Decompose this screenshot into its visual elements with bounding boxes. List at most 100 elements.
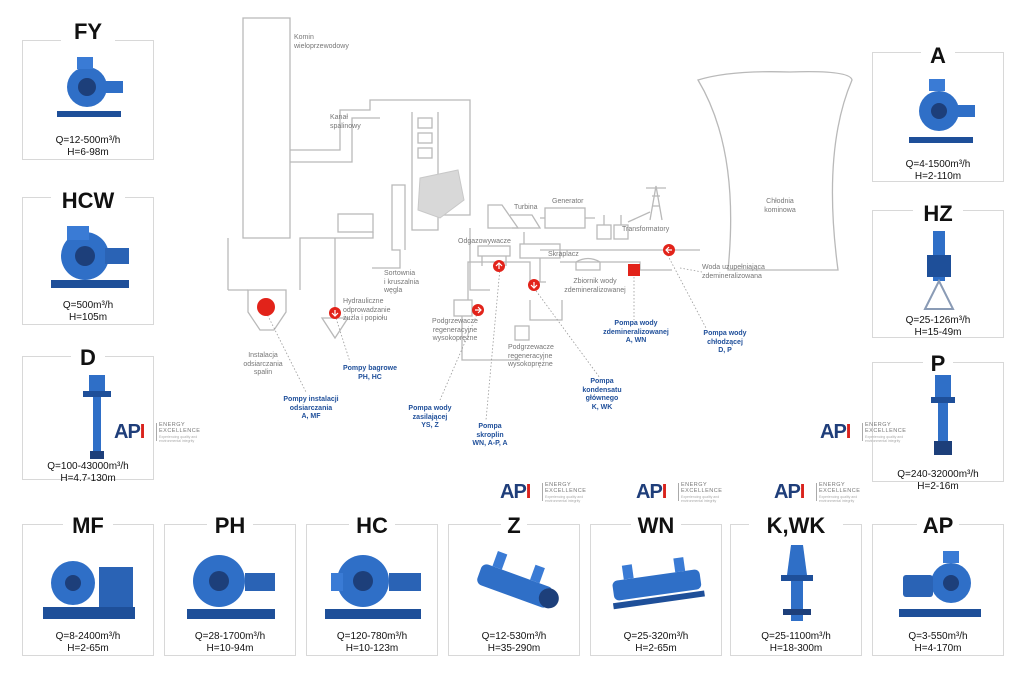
label-slag-removal: Hydrauliczne odprowadzanie żużla i popio… xyxy=(343,298,391,322)
callout-main-condensate-pump: Pompa kondensatu głównego K, WK xyxy=(582,378,622,411)
coal-crusher xyxy=(372,184,406,269)
flow-range: Q=100-43000m³/h xyxy=(47,461,129,472)
label-desulfurisation: Instalacja odsiarczania spalin xyxy=(243,352,283,376)
label-coal-crusher: Sortownia i kruszalnia węgla xyxy=(384,270,420,294)
pump-card-ap: AP Q=3-550m³/h H=4-170m xyxy=(872,513,1004,656)
vertical-pump-image xyxy=(79,375,115,461)
pump-title: HC xyxy=(349,513,395,539)
flow-range: Q=28-1700m³/h xyxy=(194,631,266,642)
pump-title: A xyxy=(921,43,955,69)
pump-title: AP xyxy=(917,513,959,539)
flow-range: Q=12-530m³/h xyxy=(481,631,547,642)
pump-card-mf: MF Q=8-2400m³/h H=2-65m xyxy=(22,513,154,656)
pump-card-d: D Q=100-43000m³/h H=4.7-130m xyxy=(22,345,154,484)
label-generator: Generator xyxy=(552,198,584,205)
label-condenser: Skraplacz xyxy=(548,251,579,258)
flow-range: Q=12-500m³/h xyxy=(55,135,121,146)
multistage-pump-image xyxy=(603,547,711,625)
slurry-pump-image xyxy=(45,216,135,294)
air-heater xyxy=(337,213,374,233)
multistage-pump-image xyxy=(463,545,567,627)
head-range: H=10-94m xyxy=(206,643,254,654)
flue-duct xyxy=(290,99,471,216)
callout-condensate-pump: Pompa skroplin WN, A-P, A xyxy=(472,423,508,447)
head-range: H=18-300m xyxy=(769,643,823,654)
label-cooling-tower: Chłodnia kominowa xyxy=(764,198,796,214)
pump-card-hcw: HCW Q=500m³/h H=105m xyxy=(22,188,154,325)
pump-card-a: A Q=4-1500m³/h H=2-110m xyxy=(872,43,1004,182)
pump-card-kwk: K,WK Q=25-1100m³/h H=18-300m xyxy=(730,513,862,656)
flow-range: Q=25-1100m³/h xyxy=(761,631,831,642)
flow-range: Q=8-2400m³/h xyxy=(55,631,121,642)
callout-cooling-water-pump: Pompa wody chłodzącej D, P xyxy=(703,330,747,354)
end-suction-pump-image xyxy=(903,73,979,149)
cooling-tower xyxy=(697,71,853,271)
callout-demin-water-pump: Pompa wody zdemineralizowanej A, WN xyxy=(603,320,669,344)
generator xyxy=(544,207,586,229)
pump-card-ph: PH Q=28-1700m³/h H=10-94m xyxy=(164,513,296,656)
pump-title: Z xyxy=(501,513,527,539)
api-energy-excellence-logo: API ENERGY EXCELLENCE Experiencing quali… xyxy=(774,481,861,503)
api-energy-excellence-logo: API ENERGY EXCELLENCE Experiencing quali… xyxy=(820,421,907,443)
deaerator xyxy=(477,245,511,257)
flow-range: Q=120-780m³/h xyxy=(336,631,408,642)
power-pylon xyxy=(646,185,666,221)
pump-title: FY xyxy=(61,19,115,45)
label-hp-heaters-2: Podgrzewacze regeneracyjne wysokoprężne xyxy=(508,344,554,368)
head-range: H=10-123m xyxy=(345,643,399,654)
flow-range: Q=25-126m³/h xyxy=(905,315,971,326)
pump-title: D xyxy=(71,345,105,371)
pump-card-hc: HC Q=120-780m³/h H=10-123m xyxy=(306,513,438,656)
pump-title: HZ xyxy=(913,201,963,227)
api-energy-excellence-logo: API ENERGY EXCELLENCE Experiencing quali… xyxy=(114,421,201,443)
head-range: H=15-49m xyxy=(914,327,962,338)
pump-card-fy: FY Q=12-500m³/h H=6-98m xyxy=(22,19,154,160)
api-energy-excellence-logo: API ENERGY EXCELLENCE Experiencing quali… xyxy=(500,481,587,503)
pump-card-hz: HZ Q=25-126m³/h H=15-49m xyxy=(872,201,1004,338)
flow-range: Q=25-320m³/h xyxy=(623,631,689,642)
chimney xyxy=(242,17,291,239)
head-range: H=2-16m xyxy=(917,481,959,492)
callout-dredge-pumps: Pompy bagrowe PH, HC xyxy=(342,365,398,381)
label-flue-duct: Kanał spalinowy xyxy=(330,114,361,130)
flow-range: Q=4-1500m³/h xyxy=(905,159,971,170)
label-makeup-water: Woda uzupełniająca zdemineralizowana xyxy=(702,264,765,280)
head-range: H=2-110m xyxy=(914,171,962,182)
head-range: H=35-290m xyxy=(487,643,541,654)
flow-range: Q=500m³/h xyxy=(62,300,114,311)
label-transformers: Transformatory xyxy=(622,226,670,233)
pump-title: PH xyxy=(207,513,253,539)
pump-card-p: P Q=240-32000m³/h H=2-16m xyxy=(872,351,1004,492)
pump-title: K,WK xyxy=(749,513,843,539)
pump-title: HCW xyxy=(51,188,125,214)
demin-tank xyxy=(575,257,601,271)
pump-markers xyxy=(257,244,675,319)
head-range: H=105m xyxy=(68,312,108,323)
vertical-propeller-pump-image xyxy=(925,375,961,459)
pump-card-wn: WN Q=25-320m³/h H=2-65m xyxy=(590,513,722,656)
pump-title: P xyxy=(923,351,953,377)
submersible-pump-image xyxy=(917,231,961,311)
vertical-can-pump-image xyxy=(779,545,815,629)
head-range: H=6-98m xyxy=(67,147,109,158)
label-demin-tank: Zbiornik wody zdemineralizowanej xyxy=(564,278,626,294)
flow-range: Q=240-32000m³/h xyxy=(897,469,979,480)
label-hp-heaters-1: Podgrzewacze regeneracyjne wysokoprężne xyxy=(432,318,478,342)
pump-card-z: Z Q=12-530m³/h H=35-290m xyxy=(448,513,580,656)
api-energy-excellence-logo: API ENERGY EXCELLENCE Experiencing quali… xyxy=(636,481,723,503)
head-range: H=2-65m xyxy=(67,643,109,654)
pump-title: WN xyxy=(631,513,681,539)
pump-title: MF xyxy=(63,513,113,539)
dredge-pump-image xyxy=(183,543,279,627)
callout-feed-water-pump: Pompa wody zasilającej YS, Z xyxy=(408,405,452,429)
label-chimney: Komin wieloprzewodowy xyxy=(294,34,349,50)
head-range: H=2-65m xyxy=(635,643,677,654)
callout-desulfurisation-pumps: Pompy instalacji odsiarczania A, MF xyxy=(283,396,339,420)
horizontal-slurry-pump-image xyxy=(39,543,139,627)
label-deaerator: Odgazowywacze xyxy=(458,238,511,245)
desulfurisation-unit xyxy=(247,289,287,331)
label-turbine: Turbina xyxy=(514,204,538,211)
end-suction-pump-image xyxy=(895,545,985,625)
head-range: H=4.7-130m xyxy=(60,473,116,484)
